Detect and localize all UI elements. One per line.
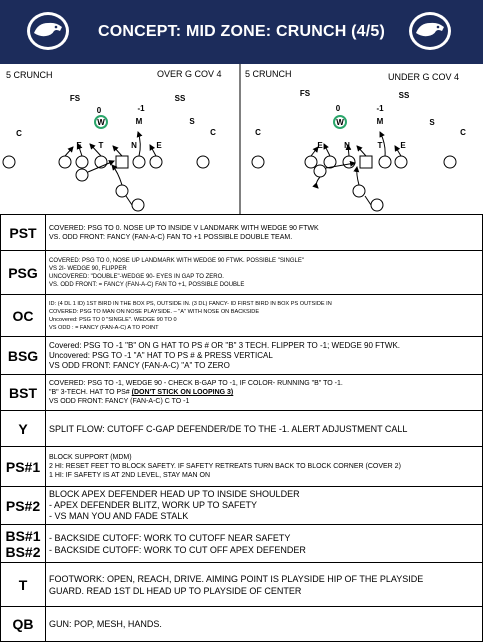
position-label: PS#2 <box>0 486 46 525</box>
position-label: BST <box>0 374 46 411</box>
assignment-text: BLOCK SUPPORT (MDM) 2 HI: RESET FEET TO … <box>45 446 483 487</box>
page-title: CONCEPT: MID ZONE: CRUNCH (4/5) <box>97 23 386 40</box>
left-c-right: C <box>210 128 216 137</box>
assignment-text: FOOTWORK: OPEN, REACH, DRIVE. AIMING POI… <box>45 562 483 607</box>
right-minus-one: -1 <box>376 104 384 113</box>
assignment-text: COVERED: PSG TO -1, WEDGE 90 - CHECK B-G… <box>45 374 483 411</box>
position-label: QB <box>0 606 46 642</box>
position-label: PSG <box>0 250 46 295</box>
table-row: PS#2 BLOCK APEX DEFENDER HEAD UP TO INSI… <box>0 486 483 525</box>
table-row: BST COVERED: PSG TO -1, WEDGE 90 - CHECK… <box>0 374 483 411</box>
left-e1: E <box>76 141 82 150</box>
right-w: W <box>336 118 344 127</box>
assignment-text: COVERED: PSG TO 0. NOSE UP TO INSIDE V L… <box>45 214 483 251</box>
position-label: BSG <box>0 336 46 375</box>
assignment-table: PST COVERED: PSG TO 0. NOSE UP TO INSIDE… <box>0 214 483 642</box>
play-diagram-graphics <box>2 64 457 214</box>
left-t: T <box>98 141 104 150</box>
left-coverage: OVER G COV 4 <box>157 69 222 79</box>
position-label: OC <box>0 294 46 337</box>
right-s: S <box>429 118 435 127</box>
assignment-text: BLOCK APEX DEFENDER HEAD UP TO INSIDE SH… <box>45 486 483 525</box>
position-label: Y <box>0 410 46 447</box>
header-banner: CONCEPT: MID ZONE: CRUNCH (4/5) <box>0 0 483 64</box>
assignment-text: SPLIT FLOW: CUTOFF C-GAP DEFENDER/DE TO … <box>45 410 483 447</box>
right-c-left: C <box>255 128 261 137</box>
table-row: Y SPLIT FLOW: CUTOFF C-GAP DEFENDER/DE T… <box>0 410 483 447</box>
left-minus-one: -1 <box>137 104 145 113</box>
right-play-name: 5 CRUNCH <box>245 69 292 79</box>
left-e2: E <box>156 141 162 150</box>
right-coverage: UNDER G COV 4 <box>388 72 460 82</box>
warning-text: (DON'T STICK ON LOOPING 3) <box>131 389 234 396</box>
right-t: T <box>377 141 383 150</box>
left-s: S <box>189 117 195 126</box>
assignment-text: - BACKSIDE CUTOFF: WORK TO CUTOFF NEAR S… <box>45 524 483 563</box>
position-label: PST <box>0 214 46 251</box>
position-label: PS#1 <box>0 446 46 487</box>
right-m: M <box>376 117 384 126</box>
table-row: PS#1 BLOCK SUPPORT (MDM) 2 HI: RESET FEE… <box>0 446 483 487</box>
table-row: BS#1 BS#2 - BACKSIDE CUTOFF: WORK TO CUT… <box>0 524 483 563</box>
right-ss: SS <box>398 91 410 100</box>
table-row: PSG COVERED: PSG TO 0, NOSE UP LANDMARK … <box>0 250 483 295</box>
nittany-lion-logo-icon <box>27 12 69 50</box>
right-e2: E <box>400 141 406 150</box>
right-c-right: C <box>460 128 466 137</box>
assignment-text: GUN: POP, MESH, HANDS. <box>45 606 483 642</box>
left-fs: FS <box>69 94 81 103</box>
assignment-text: Covered: PSG TO -1 "B" ON G HAT TO PS # … <box>45 336 483 375</box>
left-ss: SS <box>174 94 186 103</box>
table-row: OC ID: (4 DL 1 ID) 1ST BIRD IN THE BOX P… <box>0 294 483 337</box>
left-m: M <box>135 117 143 126</box>
right-n: N <box>344 141 350 150</box>
right-zero: 0 <box>335 104 341 113</box>
right-fs: FS <box>299 89 311 98</box>
position-label: BS#1 BS#2 <box>0 524 46 563</box>
left-play-name: 5 CRUNCH <box>6 70 53 80</box>
right-formation <box>251 115 457 212</box>
table-row: QB GUN: POP, MESH, HANDS. <box>0 606 483 642</box>
left-c-left: C <box>16 129 22 138</box>
table-row: BSG Covered: PSG TO -1 "B" ON G HAT TO P… <box>0 336 483 375</box>
left-zero: 0 <box>96 106 102 115</box>
left-w: W <box>97 118 105 127</box>
right-e1: E <box>317 141 323 150</box>
left-formation <box>2 115 210 212</box>
assignment-text: COVERED: PSG TO 0, NOSE UP LANDMARK WITH… <box>45 250 483 295</box>
play-diagrams: 5 CRUNCH OVER G COV 4 FS SS 0 -1 W M S C… <box>0 64 483 215</box>
assignment-text: ID: (4 DL 1 ID) 1ST BIRD IN THE BOX PS, … <box>45 294 483 337</box>
left-n: N <box>131 141 137 150</box>
table-row: PST COVERED: PSG TO 0. NOSE UP TO INSIDE… <box>0 214 483 251</box>
table-row: T FOOTWORK: OPEN, REACH, DRIVE. AIMING P… <box>0 562 483 607</box>
nittany-lion-logo-icon <box>409 12 451 50</box>
position-label: T <box>0 562 46 607</box>
